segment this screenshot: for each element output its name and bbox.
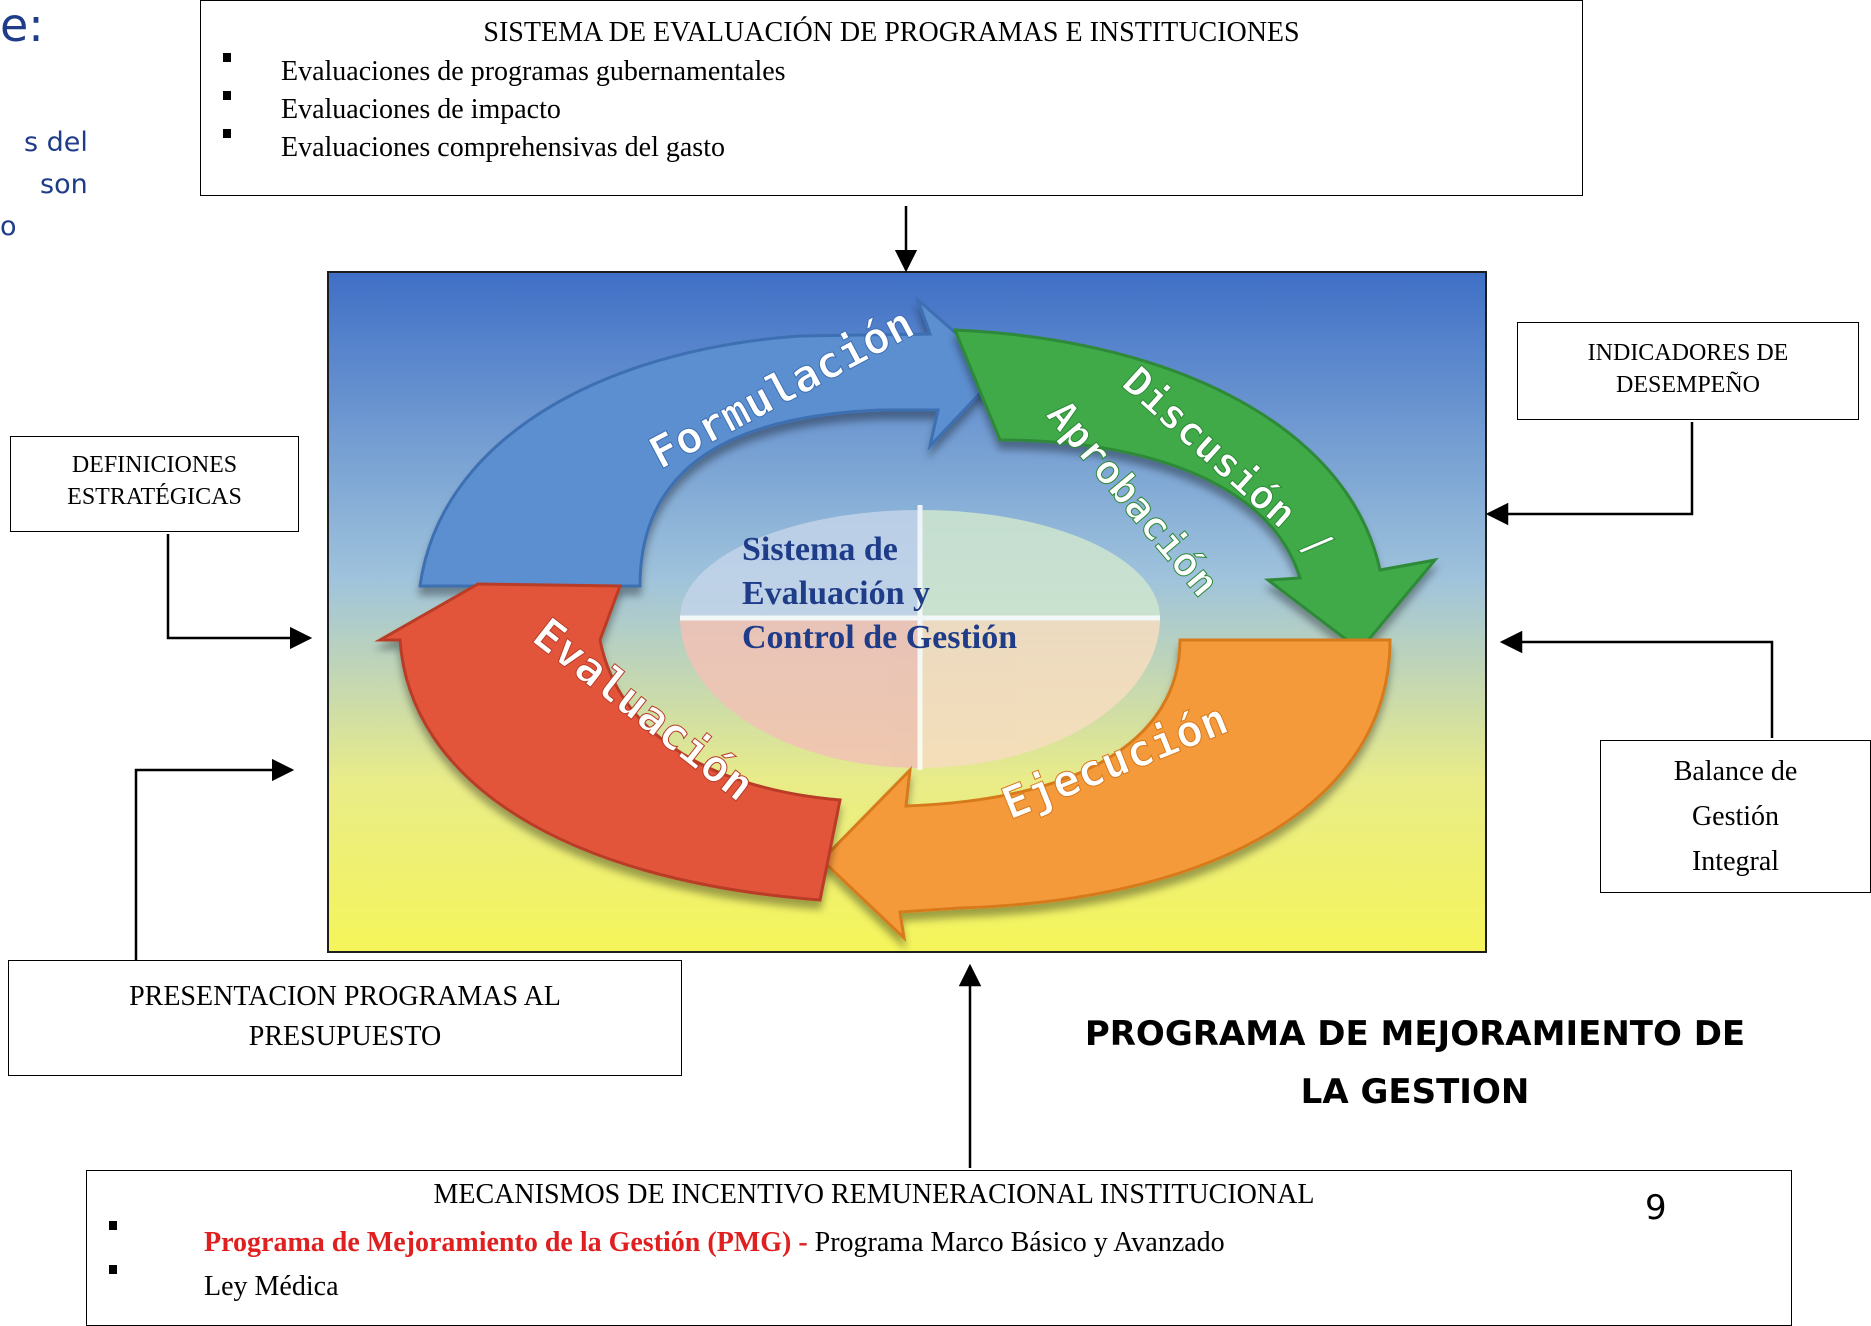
pmg-highlight-text: Programa de Mejoramiento de la Gestión (…: [204, 1227, 815, 1258]
formulacion-arrow: [418, 295, 1003, 588]
center-quadrants: [680, 505, 1160, 770]
slide-body-line: son: [40, 169, 88, 200]
evaluacion-arrow: [374, 582, 842, 902]
evaluation-system-box: SISTEMA DE EVALUACIÓN DE PROGRAMAS E INS…: [200, 0, 1583, 196]
incentive-mechanisms-item: Programa de Mejoramiento de la Gestión (…: [87, 1221, 1791, 1265]
quadrant-top-right: [920, 510, 1160, 618]
strategic-definitions-line: DEFINICIONES: [71, 452, 238, 478]
strategic-definitions-box: DEFINICIONES ESTRATÉGICAS: [10, 436, 299, 532]
integral-balance-box: Balance de Gestión Integral: [1600, 740, 1871, 893]
incentive-mechanisms-list: Programa de Mejoramiento de la Gestión (…: [87, 1221, 1791, 1309]
strategic-definitions-line: ESTRATÉGICAS: [67, 484, 242, 510]
connector-right-bottom: [1499, 630, 1774, 738]
incentive-mechanisms-item: Ley Médica: [87, 1265, 1791, 1309]
slide-body-line: o: [0, 211, 17, 242]
performance-indicators-line: INDICADORES DE: [1587, 340, 1789, 366]
page-number: 9: [1645, 1188, 1667, 1228]
performance-indicators-line: DESEMPEÑO: [1615, 372, 1760, 398]
integral-balance-line: Balance de: [1673, 756, 1798, 787]
evaluation-system-item: Evaluaciones de impacto: [201, 91, 1582, 129]
evaluation-system-list: Evaluaciones de programas gubernamentale…: [201, 53, 1582, 167]
integral-balance-line: Gestión: [1691, 801, 1780, 832]
pmg-rest-text: Programa Marco Básico y Avanzado: [814, 1227, 1225, 1258]
center-title-line: Evaluación y: [742, 575, 930, 612]
evaluation-system-item: Evaluaciones comprehensivas del gasto: [201, 129, 1582, 167]
evaluation-system-title: SISTEMA DE EVALUACIÓN DE PROGRAMAS E INS…: [483, 17, 1300, 48]
integral-balance-line: Integral: [1691, 846, 1780, 877]
connector-left-top: [166, 534, 313, 650]
quadrant-bottom-right: [920, 618, 1160, 768]
quadrant-bottom-left: [680, 618, 920, 768]
pmg-label: PROGRAMA DE MEJORAMIENTO DE LA GESTION: [1065, 1005, 1765, 1121]
slide-title-text: e:: [0, 0, 44, 52]
budget-presentation-line: PRESENTACION PROGRAMAS AL: [129, 981, 561, 1012]
budget-presentation-box: PRESENTACION PROGRAMAS AL PRESUPUESTO: [8, 960, 682, 1076]
performance-indicators-box: INDICADORES DE DESEMPEÑO: [1517, 322, 1859, 420]
center-title-line: Control de Gestión: [742, 619, 1017, 656]
evaluation-system-item: Evaluaciones de programas gubernamentale…: [201, 53, 1582, 91]
connector-right-top: [1485, 422, 1694, 526]
discusion-arrow: [952, 328, 1439, 653]
budget-presentation-line: PRESUPUESTO: [248, 1021, 442, 1052]
incentive-mechanisms-box: MECANISMOS DE INCENTIVO REMUNERACIONAL I…: [86, 1170, 1792, 1326]
pmg-label-line: PROGRAMA DE MEJORAMIENTO DE: [1084, 1014, 1746, 1054]
ejecucion-arrow: [819, 638, 1392, 943]
slide-title-fragment: e:: [0, 2, 44, 48]
slide-body-line: s del: [24, 127, 88, 158]
incentive-mechanisms-title: MECANISMOS DE INCENTIVO REMUNERACIONAL I…: [433, 1179, 1315, 1210]
pmg-label-line: LA GESTION: [1300, 1072, 1530, 1112]
slide-body-fragment: s del son o: [0, 122, 88, 248]
quadrant-top-left: [680, 510, 920, 618]
connector-left-bottom: [134, 758, 295, 960]
center-title-line: Sistema de: [742, 531, 898, 568]
